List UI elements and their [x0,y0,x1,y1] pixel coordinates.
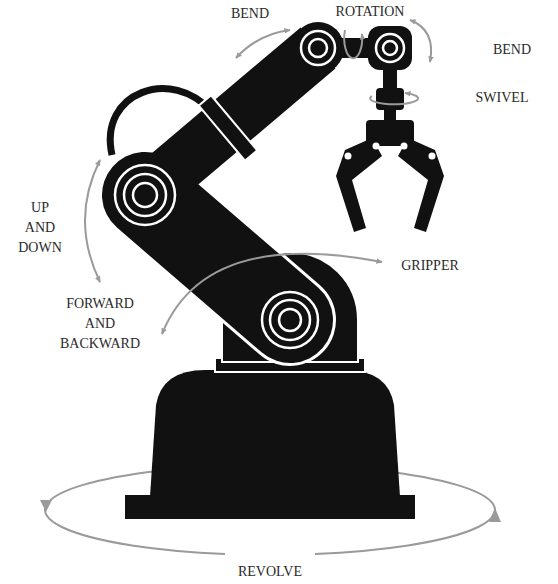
part-label: SWIVEL [476,88,529,108]
arm-collar [199,95,258,160]
elbow-joint [115,165,175,225]
gripper-pin [345,153,352,160]
wrist-link [338,38,370,58]
base-plate [125,495,415,519]
part-label: ROTATION [336,2,405,22]
swivel-arrow [370,93,418,104]
wrist-joint [309,39,327,57]
arrowhead [489,508,501,522]
swivel-link [383,70,397,90]
gripper-pin [373,143,380,150]
bend-arrow [236,30,290,58]
wrist-joint [292,22,344,74]
wrist-joint [301,31,335,65]
rotation-joint [368,26,412,70]
part-label: REVOLVE [238,562,302,582]
elbow-joint [124,174,166,216]
part-label: BEND [231,4,269,24]
part-label: FORWARD AND BACKWARD [60,294,140,354]
rotation-arrow [344,30,362,58]
swivel-neck [384,108,396,122]
elbow-joint [133,183,157,207]
shoulder-joint [270,300,310,340]
rotation-joint [376,34,404,62]
gripper-pin [429,153,436,160]
arrowhead [40,500,52,512]
base-housing [150,370,400,497]
rotation-joint [383,41,397,55]
up-down-arrow [85,160,100,282]
part-label: GRIPPER [401,256,459,276]
bend-arrow [410,20,431,62]
gripper-finger [398,138,444,232]
gripper-finger [336,138,382,232]
part-label: UP AND DOWN [18,198,62,258]
part-label: BEND [493,40,531,60]
swivel-body [376,88,404,110]
shoulder-joint [279,309,301,331]
shoulder-joint [262,292,318,348]
gripper-pin [401,143,408,150]
forward-backward-arrow [162,254,382,334]
upper-arm [150,48,318,190]
